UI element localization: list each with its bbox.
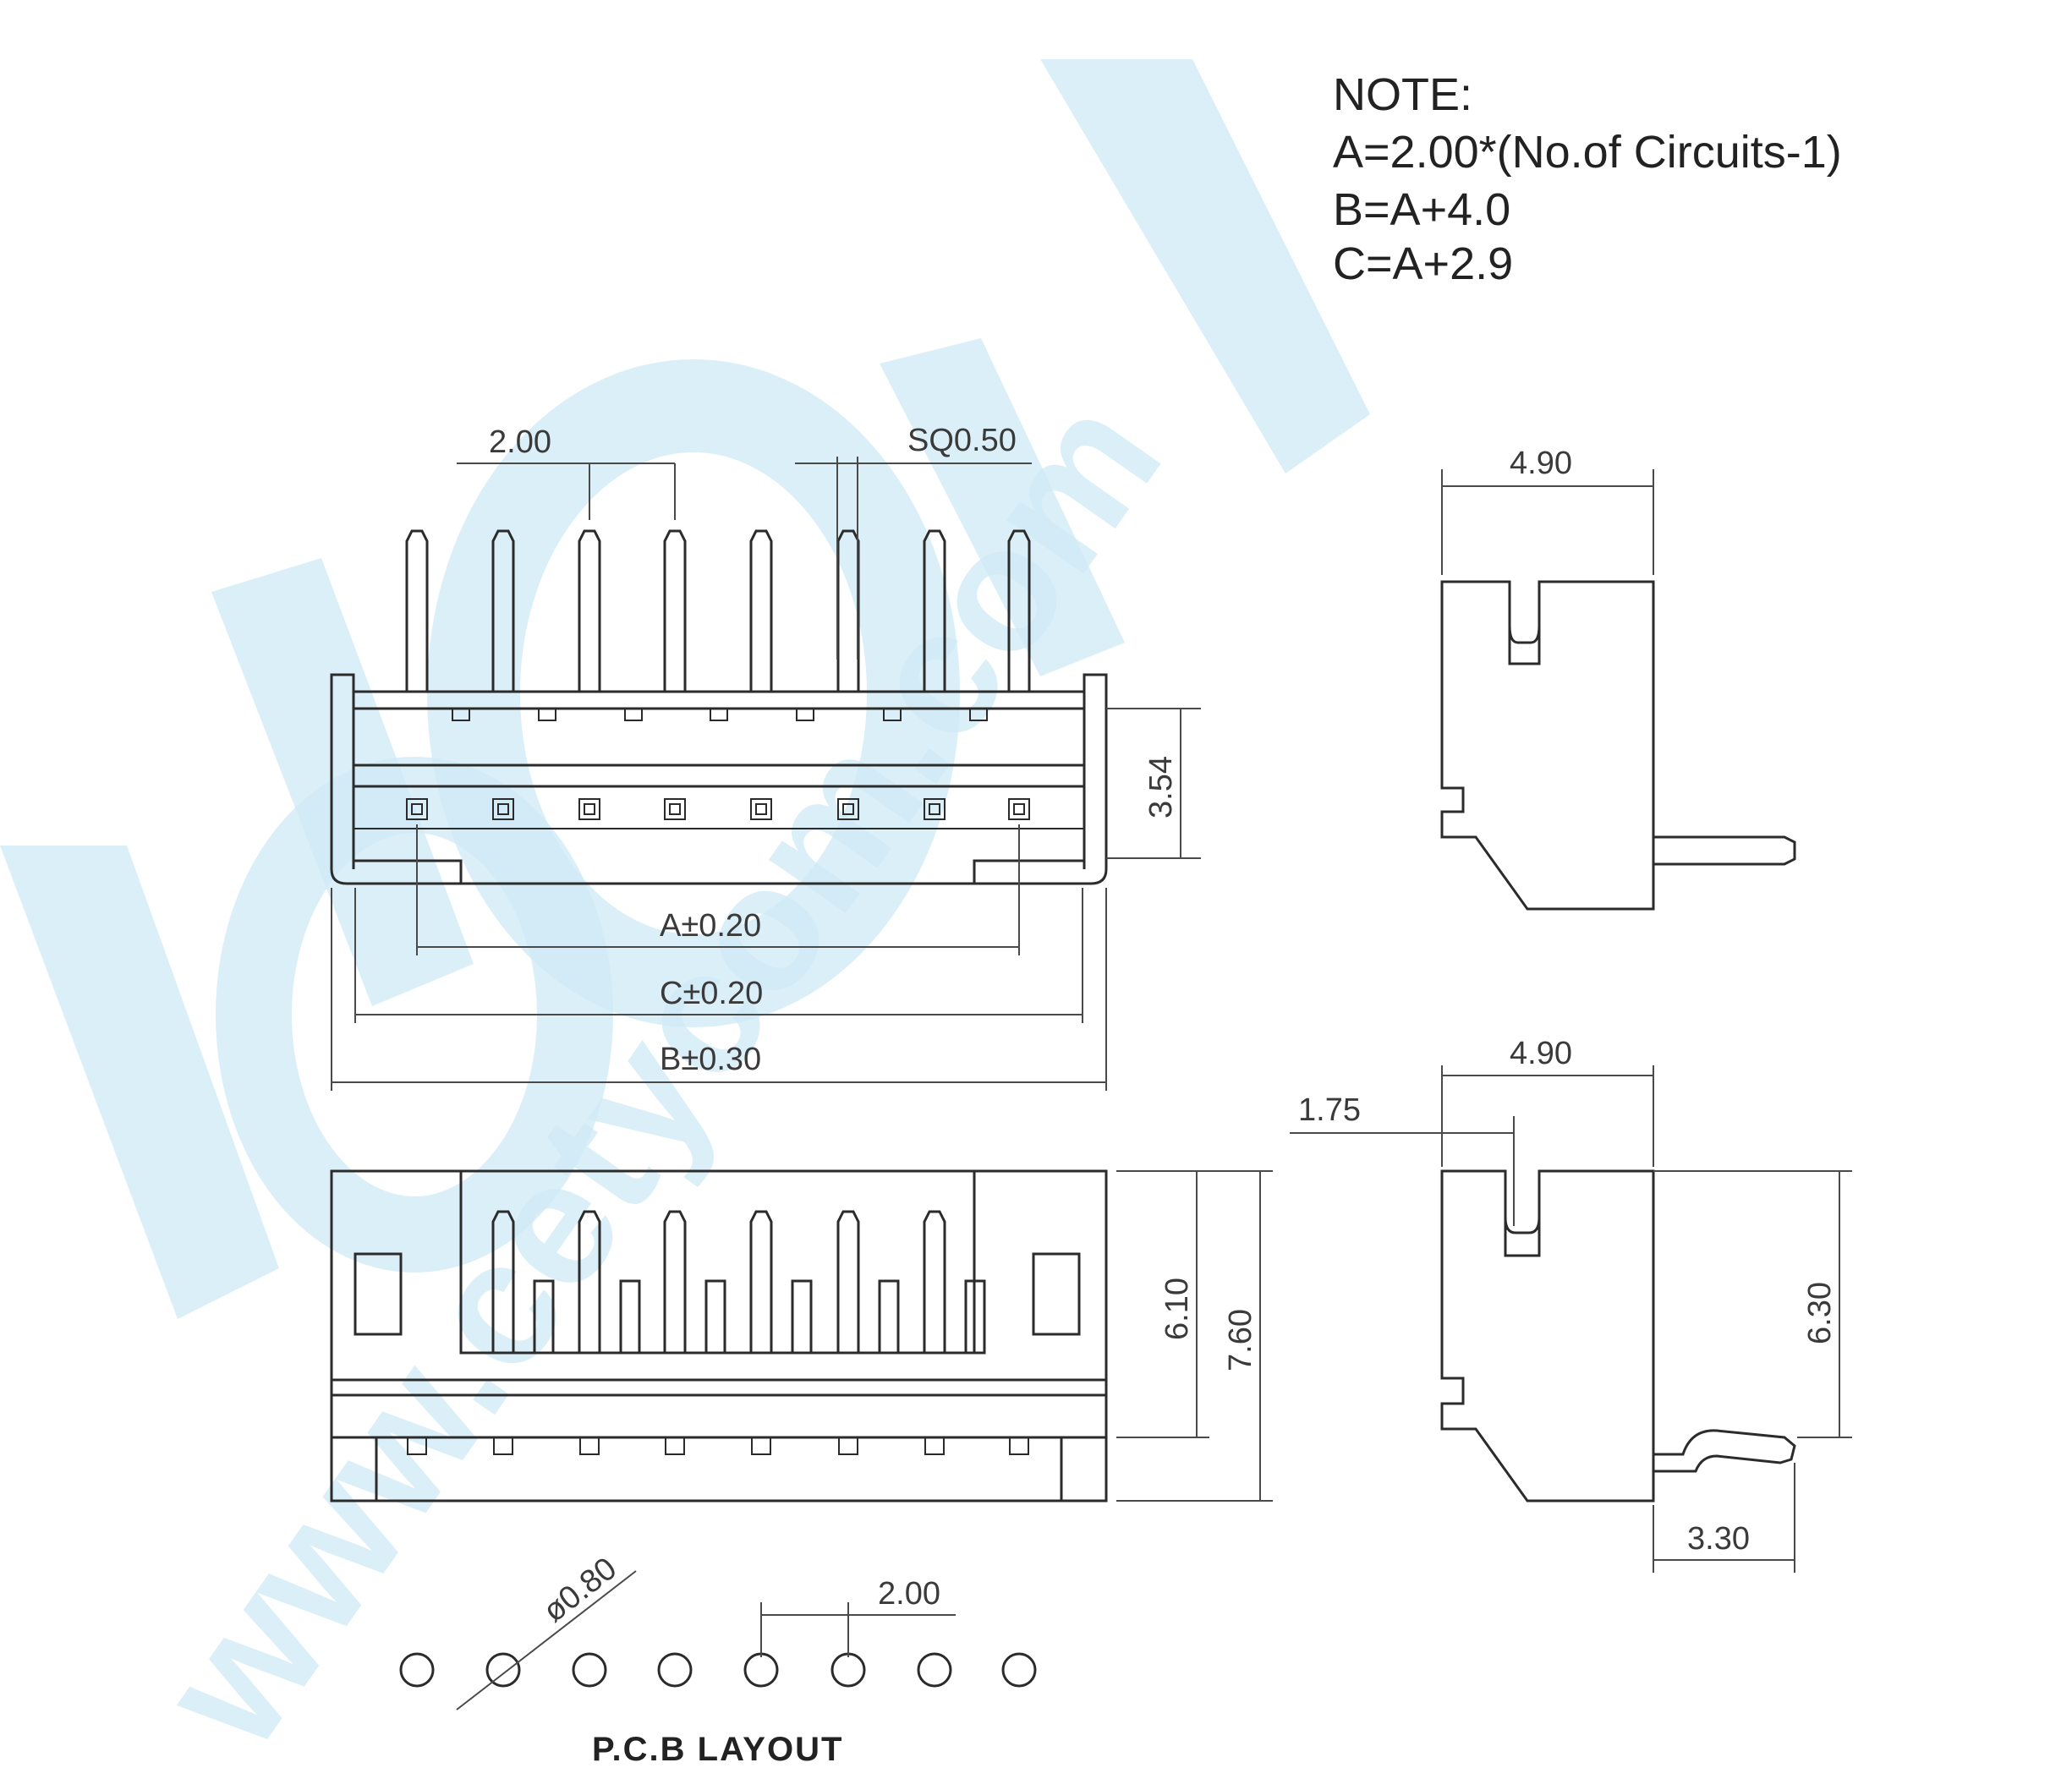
dim-side-width-top: 4.90 [1510, 446, 1572, 481]
bottom-nub-6 [838, 1437, 858, 1455]
top-view-dimensions: 2.00 SQ0.50 3.54 A±0.20 C±0.20 B±0.30 [331, 423, 1201, 1091]
bottom-view-nubs [407, 1437, 1029, 1455]
top-pin-5 [749, 529, 773, 692]
bottom-pin-5 [836, 1210, 860, 1353]
bottom-nub-2 [493, 1437, 513, 1455]
top-nub-6 [883, 708, 902, 721]
top-pin-8 [1007, 529, 1031, 692]
dim-pcb-pitch: 2.00 [878, 1576, 940, 1612]
pcb-holes [399, 1652, 1037, 1688]
top-view-pins [405, 529, 1031, 692]
pcb-layout: ø0.80 2.00 P.C.B LAYOUT [399, 1551, 1037, 1768]
bottom-view: 6.10 7.60 [330, 1169, 1273, 1503]
bottom-view-pins [491, 1210, 986, 1355]
pcb-hole-3 [572, 1652, 607, 1688]
contact-square-inner-1 [411, 803, 423, 815]
dim-sq-pin: SQ0.50 [907, 423, 1017, 458]
dim-c-tol: C±0.20 [660, 976, 763, 1011]
bottom-short-pin-2 [619, 1279, 641, 1355]
contact-square-outer-4 [664, 798, 686, 820]
pcb-hole-2 [485, 1652, 521, 1688]
bottom-nub-3 [579, 1437, 600, 1455]
top-pin-7 [923, 529, 946, 692]
bottom-pin-3 [663, 1210, 687, 1353]
bottom-nub-7 [924, 1437, 945, 1455]
bottom-short-pin-3 [704, 1279, 726, 1355]
pcb-hole-5 [743, 1652, 779, 1688]
dim-height-610: 6.10 [1159, 1278, 1195, 1340]
note-heading: NOTE: [1333, 69, 1472, 120]
contact-square-outer-3 [578, 798, 600, 820]
contact-square-inner-6 [842, 803, 854, 815]
top-nub-3 [624, 708, 643, 721]
contact-square-inner-8 [1013, 803, 1025, 815]
contact-square-outer-5 [750, 798, 772, 820]
contact-square-outer-6 [837, 798, 859, 820]
latch-window-left [354, 1252, 403, 1336]
note-line-b: B=A+4.0 [1333, 184, 1510, 235]
dim-b-tol: B±0.30 [660, 1042, 761, 1077]
dim-offset-175: 1.75 [1298, 1092, 1361, 1128]
contact-square-inner-2 [497, 803, 509, 815]
bottom-short-pin-4 [791, 1279, 813, 1355]
note-block: NOTE: A=2.00*(No.of Circuits-1) B=A+4.0 … [1333, 69, 1842, 289]
top-view-body [330, 673, 1108, 885]
contact-square-outer-2 [492, 798, 514, 820]
bottom-pin-2 [578, 1210, 601, 1353]
bottom-pin-4 [749, 1210, 773, 1353]
top-nub-1 [452, 708, 470, 721]
bottom-nub-1 [407, 1437, 427, 1455]
side-view-bottom: 4.90 1.75 6.30 3.30 [1290, 1036, 1852, 1573]
pcb-hole-7 [917, 1652, 952, 1688]
dim-pitch-top: 2.00 [489, 424, 551, 460]
dim-height-760: 7.60 [1223, 1309, 1258, 1371]
dim-side-width-bottom: 4.90 [1510, 1036, 1572, 1071]
dim-a-tol: A±0.20 [660, 908, 761, 944]
contact-square-inner-4 [669, 803, 681, 815]
dim-height-354: 3.54 [1143, 756, 1179, 818]
top-pin-4 [663, 529, 687, 692]
top-view [330, 529, 1108, 885]
top-nub-7 [969, 708, 988, 721]
note-line-c: C=A+2.9 [1333, 238, 1513, 289]
pcb-layout-title: P.C.B LAYOUT [592, 1731, 843, 1768]
side-view-top: 4.90 [1440, 446, 1796, 911]
top-pin-3 [578, 529, 601, 692]
pcb-hole-4 [657, 1652, 693, 1688]
top-view-nubs [452, 708, 988, 721]
contact-square-outer-7 [924, 798, 946, 820]
contact-square-outer-1 [406, 798, 428, 820]
bottom-nub-8 [1009, 1437, 1029, 1455]
top-nub-4 [710, 708, 728, 721]
contact-square-inner-7 [929, 803, 940, 815]
top-nub-5 [796, 708, 814, 721]
top-nub-2 [538, 708, 556, 721]
bottom-pin-1 [491, 1210, 515, 1353]
top-pin-1 [405, 529, 429, 692]
note-line-a: A=2.00*(No.of Circuits-1) [1333, 127, 1842, 178]
bottom-short-pin-5 [878, 1279, 900, 1355]
pcb-hole-1 [399, 1652, 435, 1688]
bottom-short-pin-1 [533, 1279, 555, 1355]
latch-window-right [1032, 1252, 1081, 1336]
pcb-hole-8 [1001, 1652, 1037, 1688]
bottom-pin-6 [923, 1210, 946, 1353]
contact-square-inner-5 [755, 803, 767, 815]
bottom-nub-5 [751, 1437, 771, 1455]
bottom-short-pin-6 [964, 1279, 986, 1355]
contact-square-inner-3 [584, 803, 595, 815]
dim-lead-330: 3.30 [1687, 1521, 1750, 1557]
pcb-hole-6 [830, 1652, 866, 1688]
top-view-contact-squares [406, 798, 1030, 820]
bottom-nub-4 [665, 1437, 685, 1455]
top-pin-2 [491, 529, 515, 692]
contact-square-outer-8 [1008, 798, 1030, 820]
dim-height-630: 6.30 [1802, 1282, 1838, 1344]
